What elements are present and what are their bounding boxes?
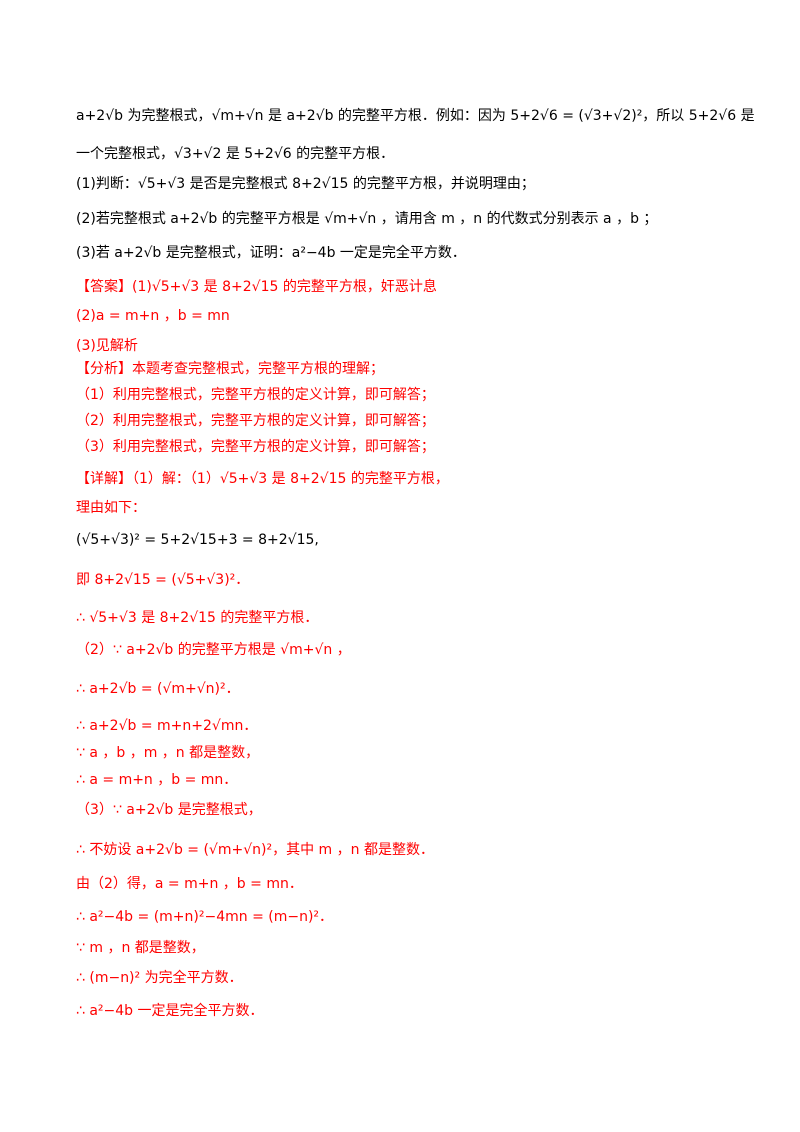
detail-line-5: ∴ √5+√3 是 8+2√15 的完整平方根． — [76, 610, 319, 626]
analysis-heading: 【分析】本题考查完整根式，完整平方根的理解； — [76, 361, 384, 377]
intro-line-1: a+2√b 为完整根式，√m+√n 是 a+2√b 的完整平方根．例如：因为 5… — [76, 108, 755, 124]
analysis-item-1: （1）利用完整根式，完整平方根的定义计算，即可解答； — [76, 387, 435, 403]
detail-line-4: 即 8+2√15 = (√5+√3)²． — [76, 572, 250, 588]
detail-line-15: ∵ m ，n 都是整数， — [76, 940, 205, 956]
detail-line-2: 理由如下： — [76, 500, 146, 516]
answer-line-1: 【答案】(1)√5+√3 是 8+2√15 的完整平方根，奸恶计息 — [76, 279, 437, 295]
detail-line-9: ∵ a ，b ，m ，n 都是整数， — [76, 745, 260, 761]
detail-line-11: （3）∵ a+2√b 是完整根式， — [76, 802, 262, 818]
question-3: (3)若 a+2√b 是完整根式，证明：a²−4b 一定是完全平方数． — [76, 245, 466, 261]
detail-line-14: ∴ a²−4b = (m+n)²−4mn = (m−n)²． — [76, 909, 334, 925]
intro-line-2: 一个完整根式，√3+√2 是 5+2√6 的完整平方根． — [76, 146, 395, 162]
analysis-item-3: （3）利用完整根式，完整平方根的定义计算，即可解答； — [76, 439, 435, 455]
detail-line-17: ∴ a²−4b 一定是完全平方数． — [76, 1003, 264, 1019]
detail-line-6: （2）∵ a+2√b 的完整平方根是 √m+√n ， — [76, 642, 351, 658]
detail-line-1: 【详解】（1）解：（1）√5+√3 是 8+2√15 的完整平方根， — [76, 471, 449, 487]
detail-line-8: ∴ a+2√b = m+n+2√mn． — [76, 718, 258, 734]
detail-line-12: ∴ 不妨设 a+2√b = (√m+√n)²，其中 m ，n 都是整数． — [76, 842, 434, 858]
answer-line-2: (2)a = m+n ，b = mn — [76, 308, 230, 324]
detail-line-3: (√5+√3)² = 5+2√15+3 = 8+2√15, — [76, 532, 319, 548]
analysis-item-2: （2）利用完整根式，完整平方根的定义计算，即可解答； — [76, 413, 435, 429]
answer-line-3: (3)见解析 — [76, 338, 138, 354]
detail-line-10: ∴ a = m+n ，b = mn． — [76, 772, 238, 788]
detail-line-13: 由（2）得，a = m+n ，b = mn． — [76, 876, 303, 892]
detail-line-16: ∴ (m−n)² 为完全平方数． — [76, 970, 243, 986]
question-2: (2)若完整根式 a+2√b 的完整平方根是 √m+√n ，请用含 m ，n 的… — [76, 211, 658, 227]
detail-line-7: ∴ a+2√b = (√m+√n)²． — [76, 681, 240, 697]
question-1: (1)判断：√5+√3 是否是完整根式 8+2√15 的完整平方根，并说明理由； — [76, 176, 535, 192]
